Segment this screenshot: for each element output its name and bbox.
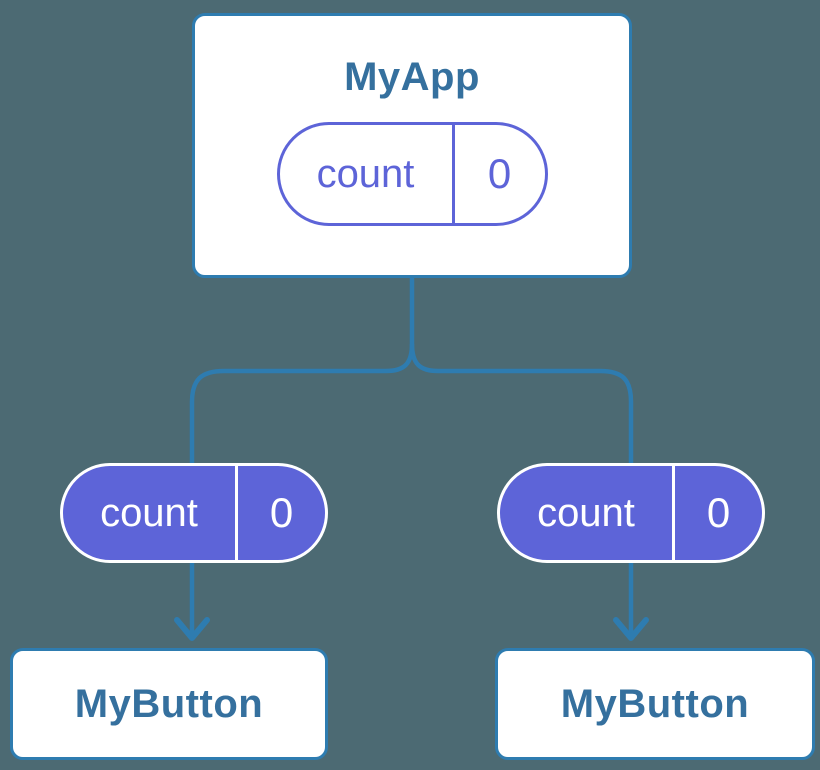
- state-value-label: 0: [706, 489, 731, 536]
- root-state-pill: count 0: [276, 122, 548, 226]
- state-key-label: count: [316, 151, 415, 196]
- pill-divider: [672, 466, 675, 560]
- arrowhead-down-right-icon: [613, 617, 649, 641]
- root-component-node: MyApp count 0: [192, 13, 632, 278]
- child-state-pill-left: count 0: [60, 463, 328, 563]
- child-component-title: MyButton: [74, 682, 264, 726]
- state-value-label: 0: [487, 150, 512, 197]
- pill-divider: [235, 466, 238, 560]
- child-component-title: MyButton: [560, 682, 750, 726]
- connector-branch-left: [189, 343, 415, 634]
- root-component-title: MyApp: [344, 55, 480, 99]
- child-component-node-right: MyButton: [495, 648, 815, 760]
- child-component-node-left: MyButton: [10, 648, 328, 760]
- state-key-label: count: [537, 490, 635, 535]
- child-state-pill-right: count 0: [497, 463, 765, 563]
- state-key-label: count: [100, 490, 198, 535]
- arrowhead-down-left-icon: [174, 617, 210, 641]
- pill-divider: [451, 125, 455, 223]
- connector-branch-right: [409, 343, 634, 634]
- state-value-label: 0: [269, 489, 294, 536]
